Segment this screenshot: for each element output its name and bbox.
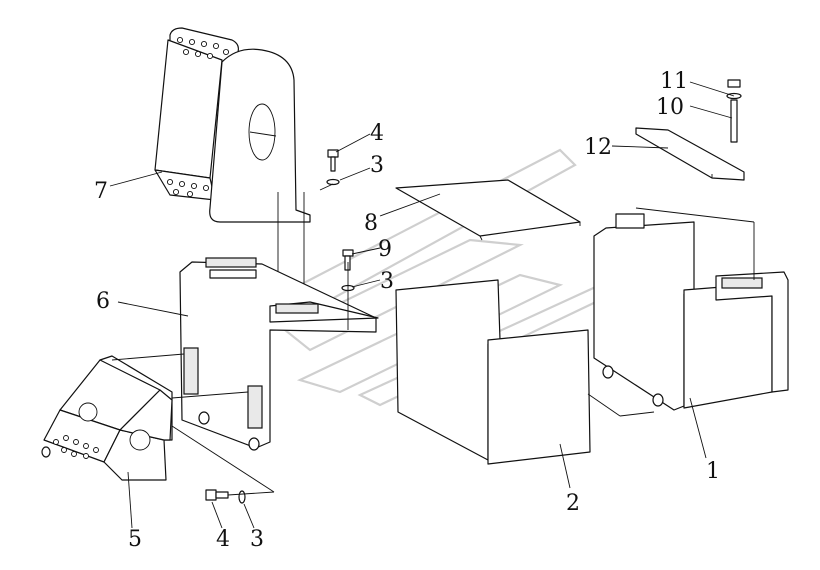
part-5-lower-step: [41, 353, 275, 493]
callout-3-middle: 3: [380, 269, 394, 294]
callout-2: 2: [566, 491, 580, 516]
step-holes-lower: [53, 435, 99, 459]
callout-7: 7: [94, 179, 108, 204]
callout-4-lower: 4: [216, 527, 230, 552]
part-8-cover-plate: [395, 179, 581, 241]
bolt-4-upper: [319, 149, 340, 191]
callout-4-upper: 4: [370, 121, 384, 146]
callout-labels: 1 2 3 3 3 4 4 5 6 7 8 9 10 11 12: [94, 69, 720, 552]
bolt-10-11: [726, 79, 742, 143]
callout-11: 11: [660, 69, 688, 94]
step-holes: [166, 36, 230, 198]
callout-1: 1: [706, 459, 720, 484]
callout-10: 10: [656, 95, 684, 120]
callout-9: 9: [378, 237, 392, 262]
callout-3-lower: 3: [250, 527, 264, 552]
bolt-9-washer-3: [341, 249, 355, 330]
part-2-box: [395, 279, 655, 465]
slot-hole: [248, 103, 276, 161]
callout-5: 5: [128, 527, 142, 552]
bolt-4-lower-washer-3: [205, 489, 275, 504]
part-6-main-panel: [179, 257, 379, 451]
bracket-top: [205, 257, 257, 268]
leader-lines: [109, 81, 735, 529]
part-1-side-panel: [593, 207, 789, 411]
callout-3-upper: 3: [370, 153, 384, 178]
callout-6: 6: [96, 289, 110, 314]
callout-12: 12: [584, 135, 612, 160]
callout-8: 8: [364, 211, 378, 236]
part-7-upper-step: [154, 27, 311, 300]
part-12-flat-bar: [635, 127, 745, 181]
